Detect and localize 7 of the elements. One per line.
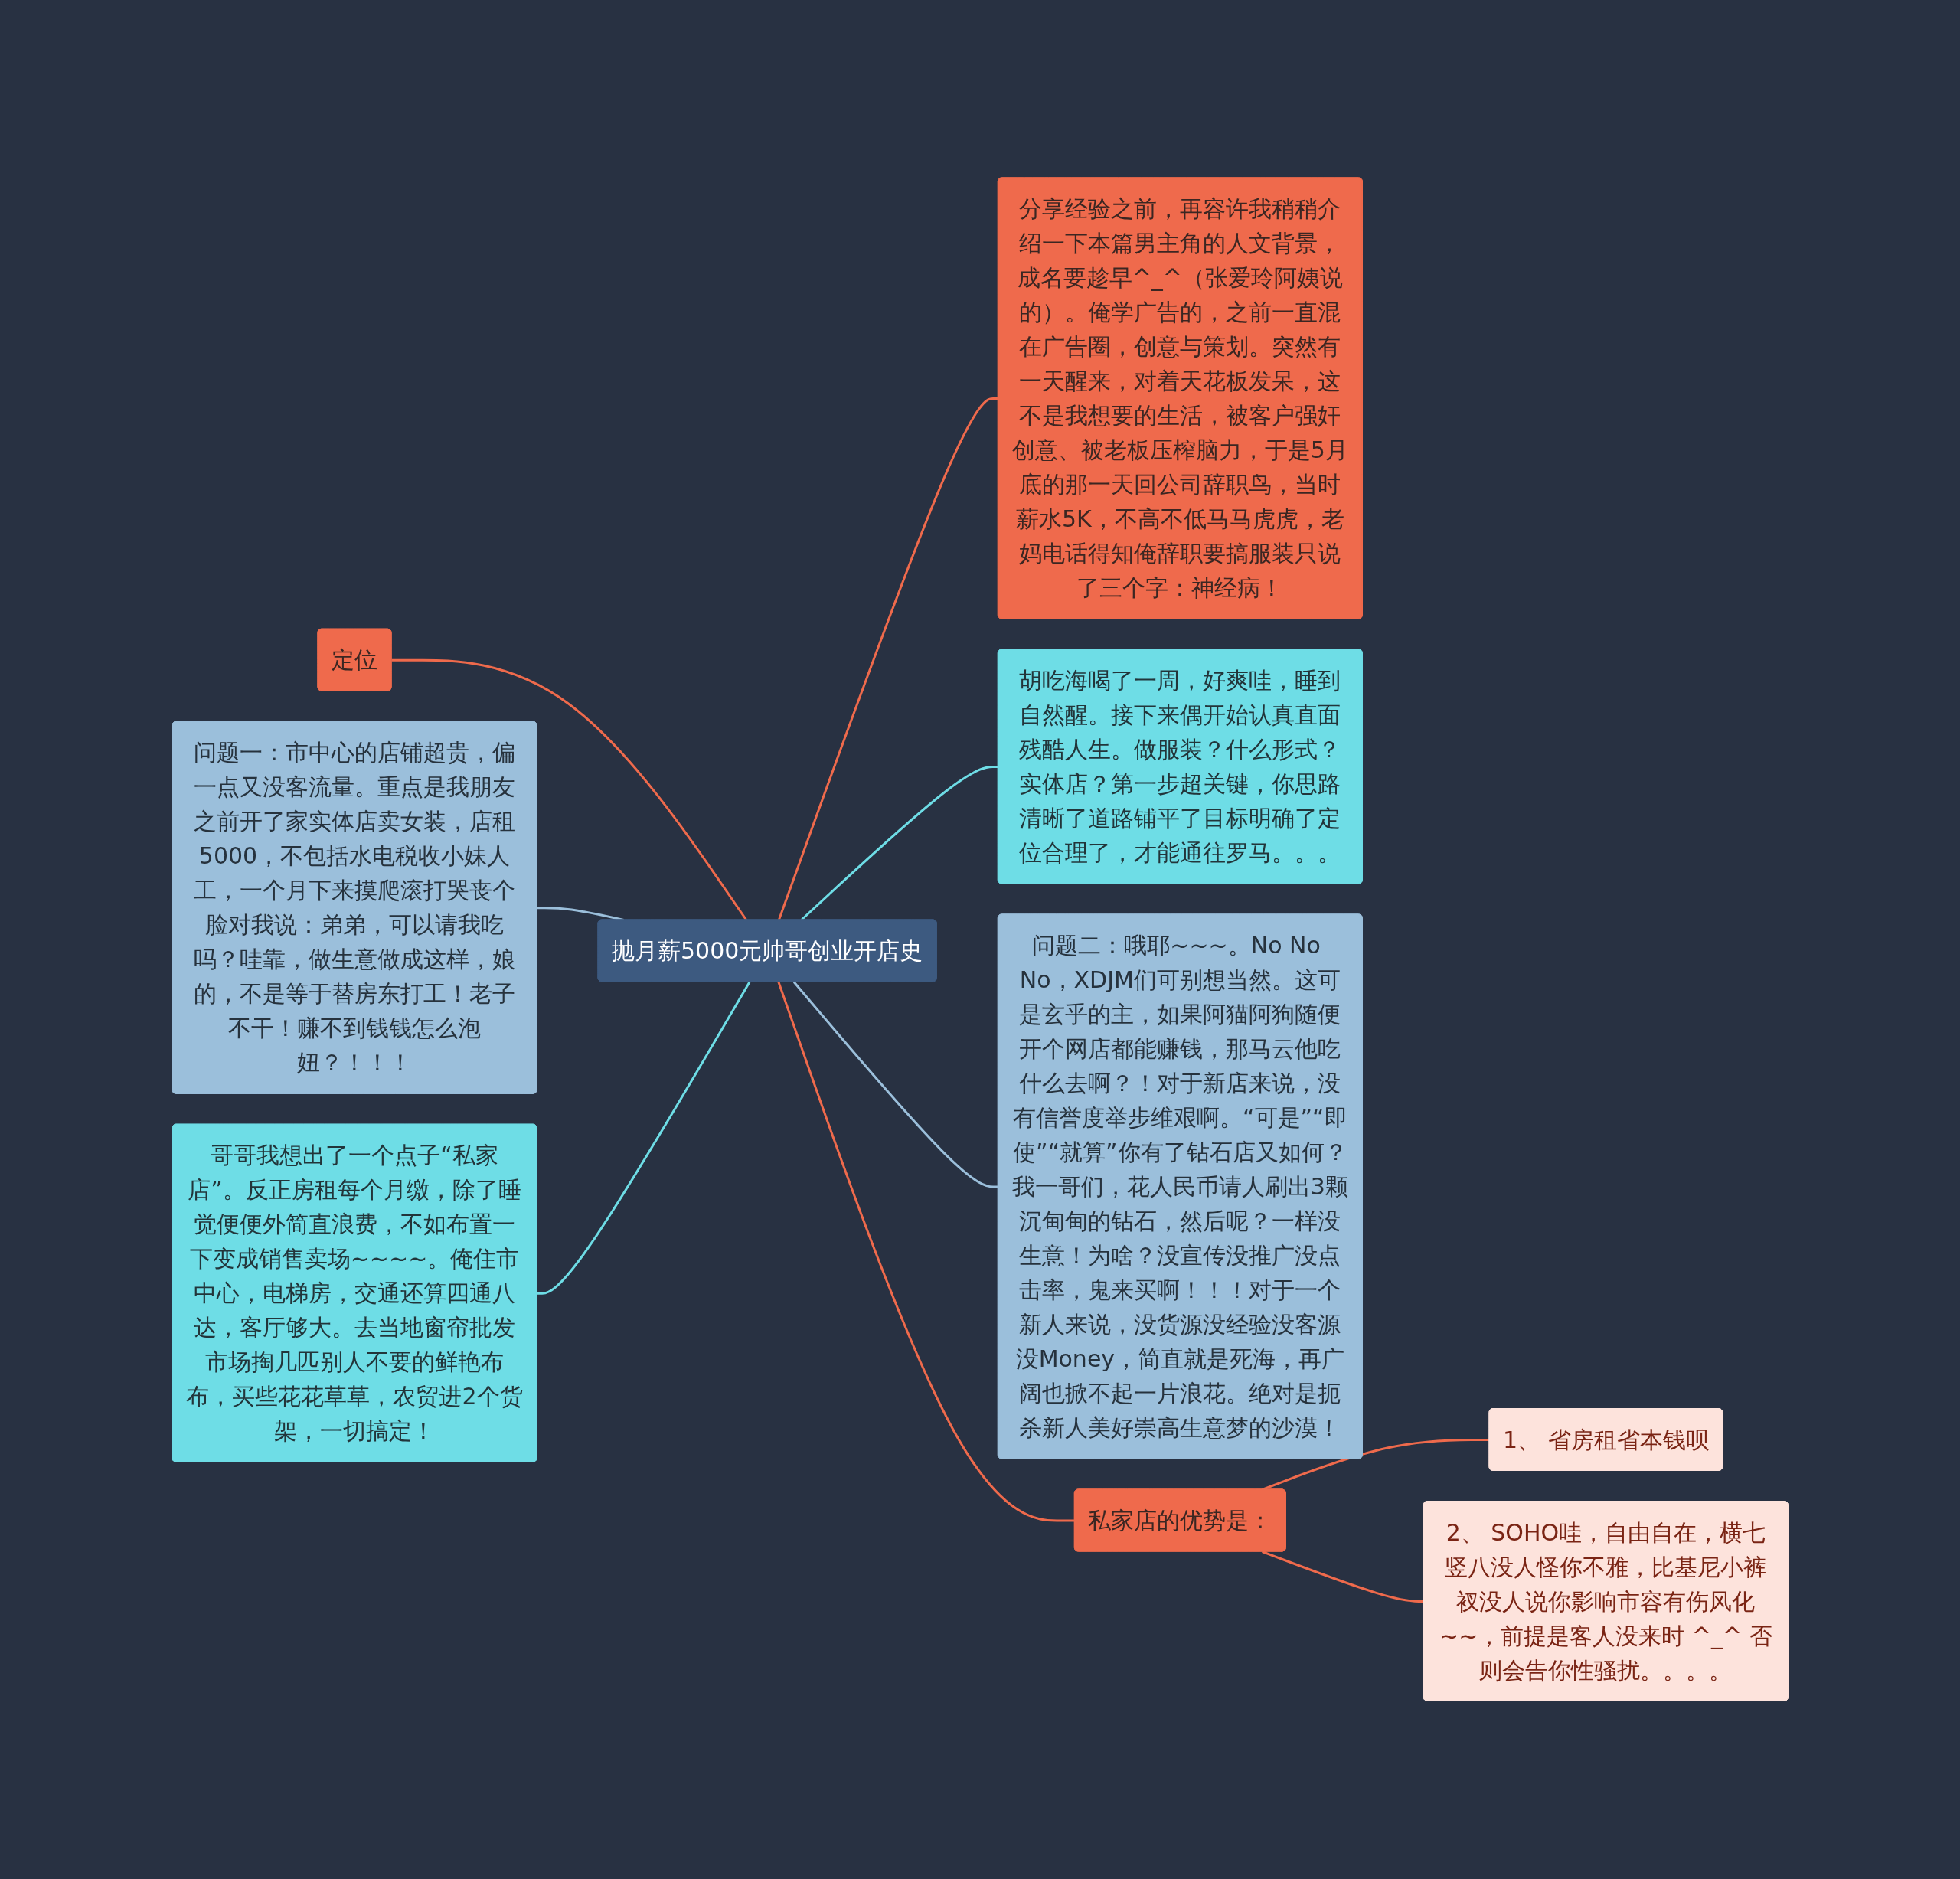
connector bbox=[800, 766, 998, 921]
connector bbox=[777, 982, 1075, 1522]
connector bbox=[1261, 1551, 1424, 1603]
connector bbox=[792, 981, 998, 1188]
connector bbox=[391, 658, 747, 921]
connector bbox=[777, 397, 998, 921]
connector bbox=[537, 982, 751, 1295]
